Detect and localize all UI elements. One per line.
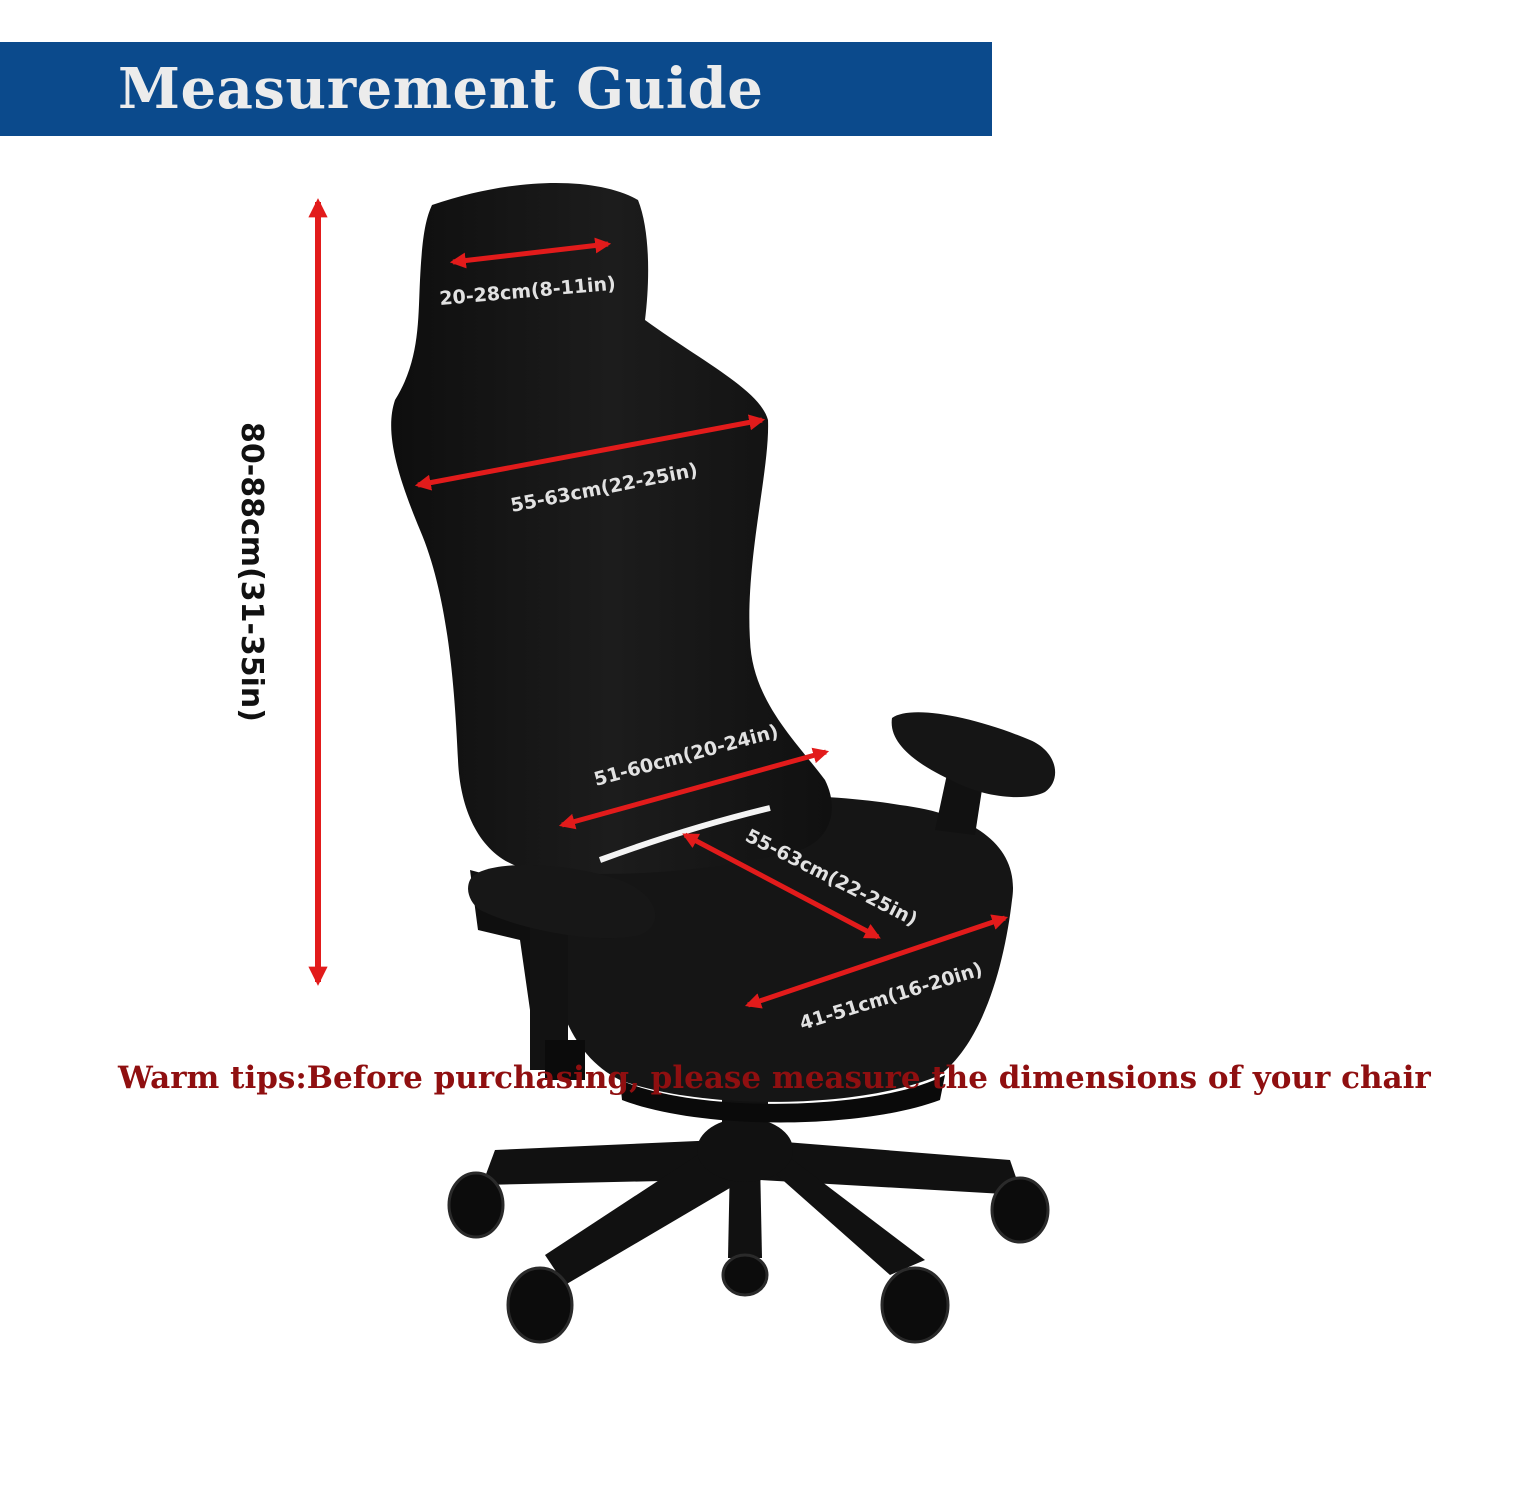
office-chair-illustration <box>391 182 1056 1344</box>
arrow-shoulder-width <box>414 414 766 491</box>
arrow-headrest-width <box>449 237 612 269</box>
chair-backrest <box>391 182 832 874</box>
chair-wheels <box>447 1171 1050 1344</box>
arrow-lower-back-width <box>558 747 830 830</box>
arrow-seat-width <box>744 914 1009 1009</box>
page-title: Measurement Guide <box>118 56 764 122</box>
chair-base <box>482 1055 1022 1285</box>
header-banner: Measurement Guide <box>0 42 992 136</box>
armrest-right <box>891 712 1056 835</box>
seat-front-edge <box>620 1075 945 1123</box>
label-backrest-height: 80-88cm(31-35in) <box>234 422 269 722</box>
measurement-arrows <box>308 198 1009 1009</box>
warm-tips-text: Warm tips:Before purchasing, please meas… <box>118 1060 1431 1096</box>
armrest-left <box>468 865 656 939</box>
